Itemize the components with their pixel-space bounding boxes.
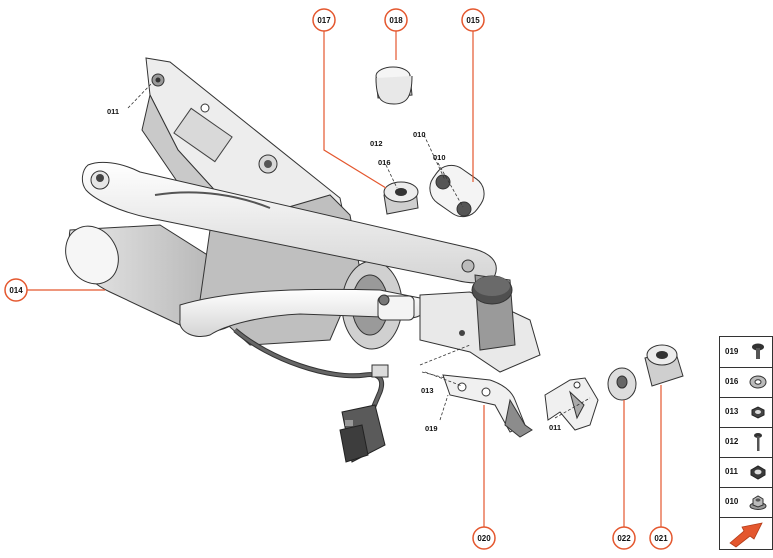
callout-018-label: 018 [389,16,403,25]
label-012: 012 [370,139,383,148]
nut-icon [751,406,765,419]
callout-022: 022 [612,526,636,550]
callout-leaders [27,31,662,527]
legend-code-012: 012 [725,437,739,446]
linkage-arm-lower [179,288,426,337]
callout-014-label: 014 [9,286,23,295]
washer-icon [749,375,767,389]
cap-018 [375,66,413,105]
label-013: 013 [421,386,434,395]
legend-row-012: 012 [720,427,772,458]
label-010-a: 010 [413,130,426,139]
callout-015-label: 015 [466,16,480,25]
legend-code-019: 019 [725,347,739,356]
electrical-connector [339,404,386,463]
label-011-upper: 011 [107,107,119,116]
grommet-016 [383,181,419,215]
legend-row-013: 013 [720,397,772,428]
fork-bracket [544,377,599,431]
callout-021: 021 [649,526,673,550]
legend-row-011: 011 [720,457,772,488]
legend-code-010: 010 [725,497,739,506]
callout-017-label: 017 [317,16,331,25]
dashed-leaders [127,82,591,421]
callout-015: 015 [461,8,485,32]
callout-018: 018 [384,8,408,32]
label-010-b: 010 [433,153,446,162]
legend-code-016: 016 [725,377,739,386]
callout-014: 014 [4,278,28,302]
forward-arrow-icon [729,522,763,548]
crank-spindle [419,274,541,373]
orientation-arrow [720,517,772,549]
nut-icon [750,465,766,480]
bushing-021 [644,344,684,387]
screw-icon [754,433,762,451]
legend-row-010: 010 [720,487,772,518]
callout-020: 020 [472,526,496,550]
washer-022 [607,367,637,401]
callout-022-label: 022 [617,534,631,543]
legend-code-013: 013 [725,407,739,416]
callout-020-label: 020 [477,534,491,543]
label-011-lower: 011 [549,423,561,432]
bushing-015 [429,164,485,218]
callout-021-label: 021 [654,534,668,543]
flange-nut-icon [749,495,767,510]
label-019: 019 [425,424,438,433]
label-016: 016 [378,158,391,167]
wiring-harness [233,328,389,463]
legend-row-019: 019 [720,337,772,368]
hardware-legend: 019 016 013 012 011 010 [719,336,773,550]
legend-code-011: 011 [725,467,738,476]
legend-row-016: 016 [720,367,772,398]
bolt-icon [752,343,764,359]
callout-017: 017 [312,8,336,32]
bracket-020 [442,374,533,438]
